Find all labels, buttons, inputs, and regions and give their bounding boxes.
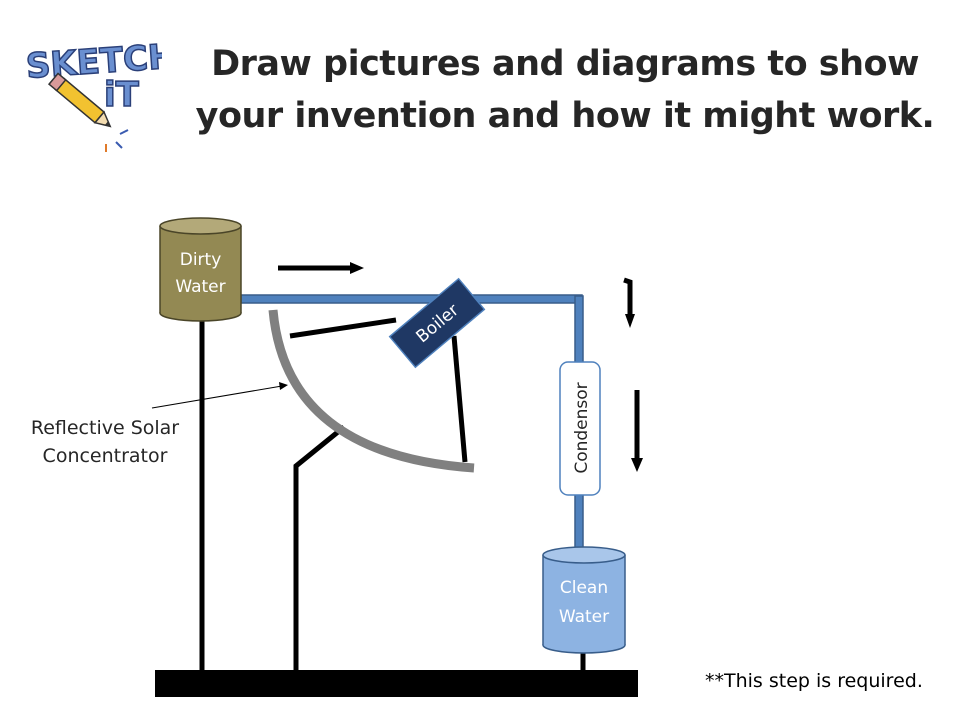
base-platform — [155, 670, 638, 697]
flow-arrow-down-top — [623, 277, 635, 328]
pipe-down — [574, 295, 584, 367]
condensor-label: Condensor — [572, 382, 592, 473]
flow-arrow-down-bottom — [631, 390, 643, 472]
solar-concentrator — [268, 309, 475, 473]
reflector-callout-arrow — [151, 382, 288, 409]
flow-arrow-right — [278, 262, 364, 274]
dirty-water-tank: Dirty Water — [159, 217, 242, 322]
required-note: **This step is required. — [705, 670, 923, 692]
reflector-strut-top — [289, 317, 397, 339]
boiler: Boiler — [388, 277, 486, 369]
reflector-strut-right — [451, 335, 468, 463]
clean-water-tank: Clean Water — [542, 546, 626, 654]
pipe-top — [240, 294, 583, 304]
svg-text:iT: iT — [104, 75, 140, 115]
sketch-it-logo: SKETCH iT — [24, 36, 162, 152]
dirty-water-label-1: Dirty — [180, 250, 222, 270]
clean-water-label-2: Water — [559, 607, 609, 627]
clean-water-label-1: Clean — [560, 578, 608, 598]
page-title: Draw pictures and diagrams to show your … — [195, 44, 935, 136]
dirty-water-label-2: Water — [175, 277, 225, 297]
pencil-icon — [47, 72, 112, 128]
reflector-label: Reflective Solar Concentrator — [30, 417, 180, 467]
support-reflector-leg — [293, 425, 346, 672]
condensor: Condensor — [559, 361, 601, 496]
